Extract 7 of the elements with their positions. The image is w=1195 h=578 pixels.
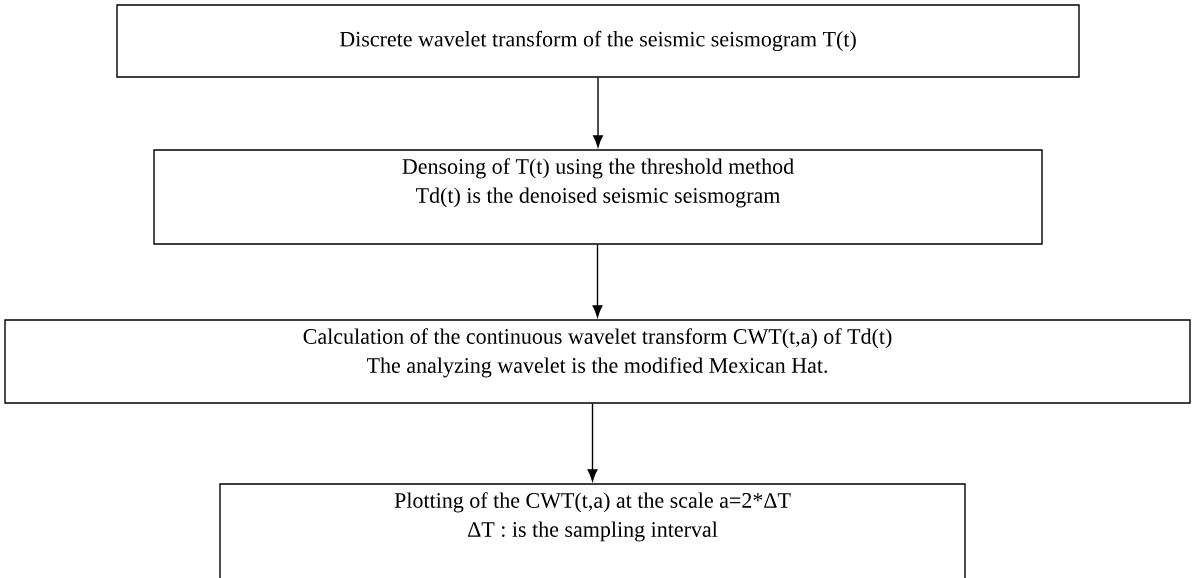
process-box: Plotting of the CWT(t,a) at the scale a=2*ΔT ΔT : is the sampling interval	[219, 483, 966, 578]
process-box: Calculation of the continuous wavelet transform CWT(t,a) of Td(t) The analyzing wavelet is the modified Mexican Hat.	[4, 319, 1191, 404]
arrow	[587, 403, 598, 482]
process-box: Discrete wavelet transform of the seismic seismogram T(t)	[116, 4, 1080, 78]
arrow	[592, 244, 603, 318]
process-box: Densoing of T(t) using the threshold method Td(t) is the denoised seismic seismogram	[153, 149, 1043, 245]
arrow	[593, 77, 603, 148]
